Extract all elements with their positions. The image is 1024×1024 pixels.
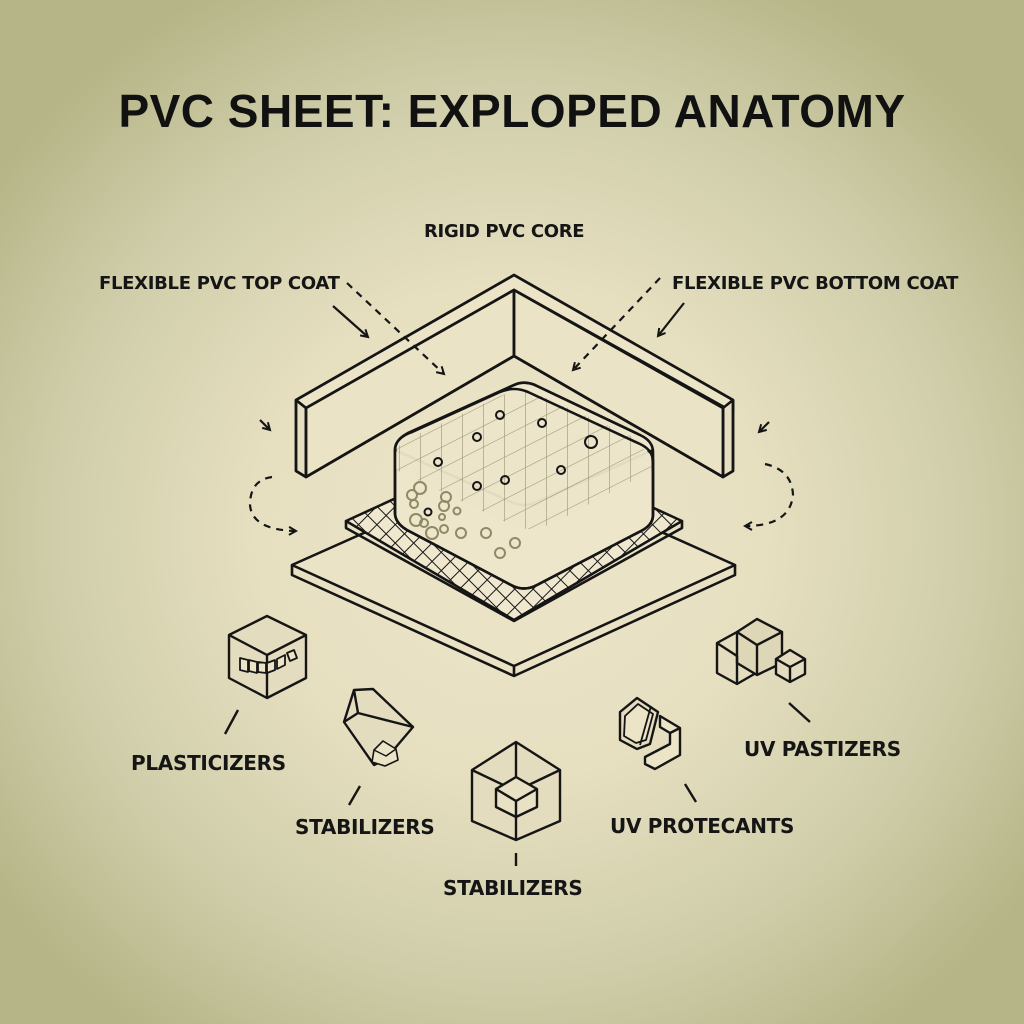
crystal-polyhedron-icon (342, 687, 415, 767)
arrow-right-small (759, 421, 770, 432)
arrow-left-small (259, 419, 270, 430)
diagram-title: PVC SHEET: EXPLOPED ANATOMY (118, 85, 906, 137)
label-uv-protecants: UV PROTECANTS (610, 814, 795, 838)
top-coat-cover (294, 273, 735, 479)
label-uv-pastizers: UV PASTIZERS (744, 737, 901, 761)
arrow-top-coat-dashed (346, 282, 444, 374)
arrow-bottom-coat-solid (658, 302, 685, 336)
label-flexible-top-coat: FLEXIBLE PVC TOP COAT (99, 273, 340, 294)
arrow-left-curved (248, 475, 296, 531)
core-grid-surface (393, 387, 655, 590)
hexagon-linked-block-icon (618, 696, 682, 771)
arrow-right-curved (745, 462, 795, 526)
leader-uv-pastizers (788, 702, 811, 723)
label-rigid-pvc-core: RIGID PVC CORE (424, 221, 585, 242)
label-plasticizers: PLASTICIZERS (131, 751, 286, 775)
cube-cluster-icon (715, 617, 807, 686)
label-stabilizers-left: STABILIZERS (295, 815, 435, 839)
core-particles-faded (406, 481, 521, 559)
label-stabilizers-center: STABILIZERS (443, 876, 583, 900)
cube-with-chain-icon (227, 614, 308, 700)
assembly-arrows (248, 277, 795, 531)
nested-cube-icon (470, 740, 562, 842)
arrow-bottom-coat-dashed (573, 277, 661, 370)
leader-stabilizers-left (347, 785, 362, 806)
leader-plasticizers (223, 709, 240, 735)
core-particles-dark (423, 410, 598, 517)
leader-uv-protecants (683, 783, 698, 803)
arrow-top-coat-solid (332, 305, 368, 337)
label-flexible-bottom-coat: FLEXIBLE PVC BOTTOM COAT (672, 273, 959, 294)
